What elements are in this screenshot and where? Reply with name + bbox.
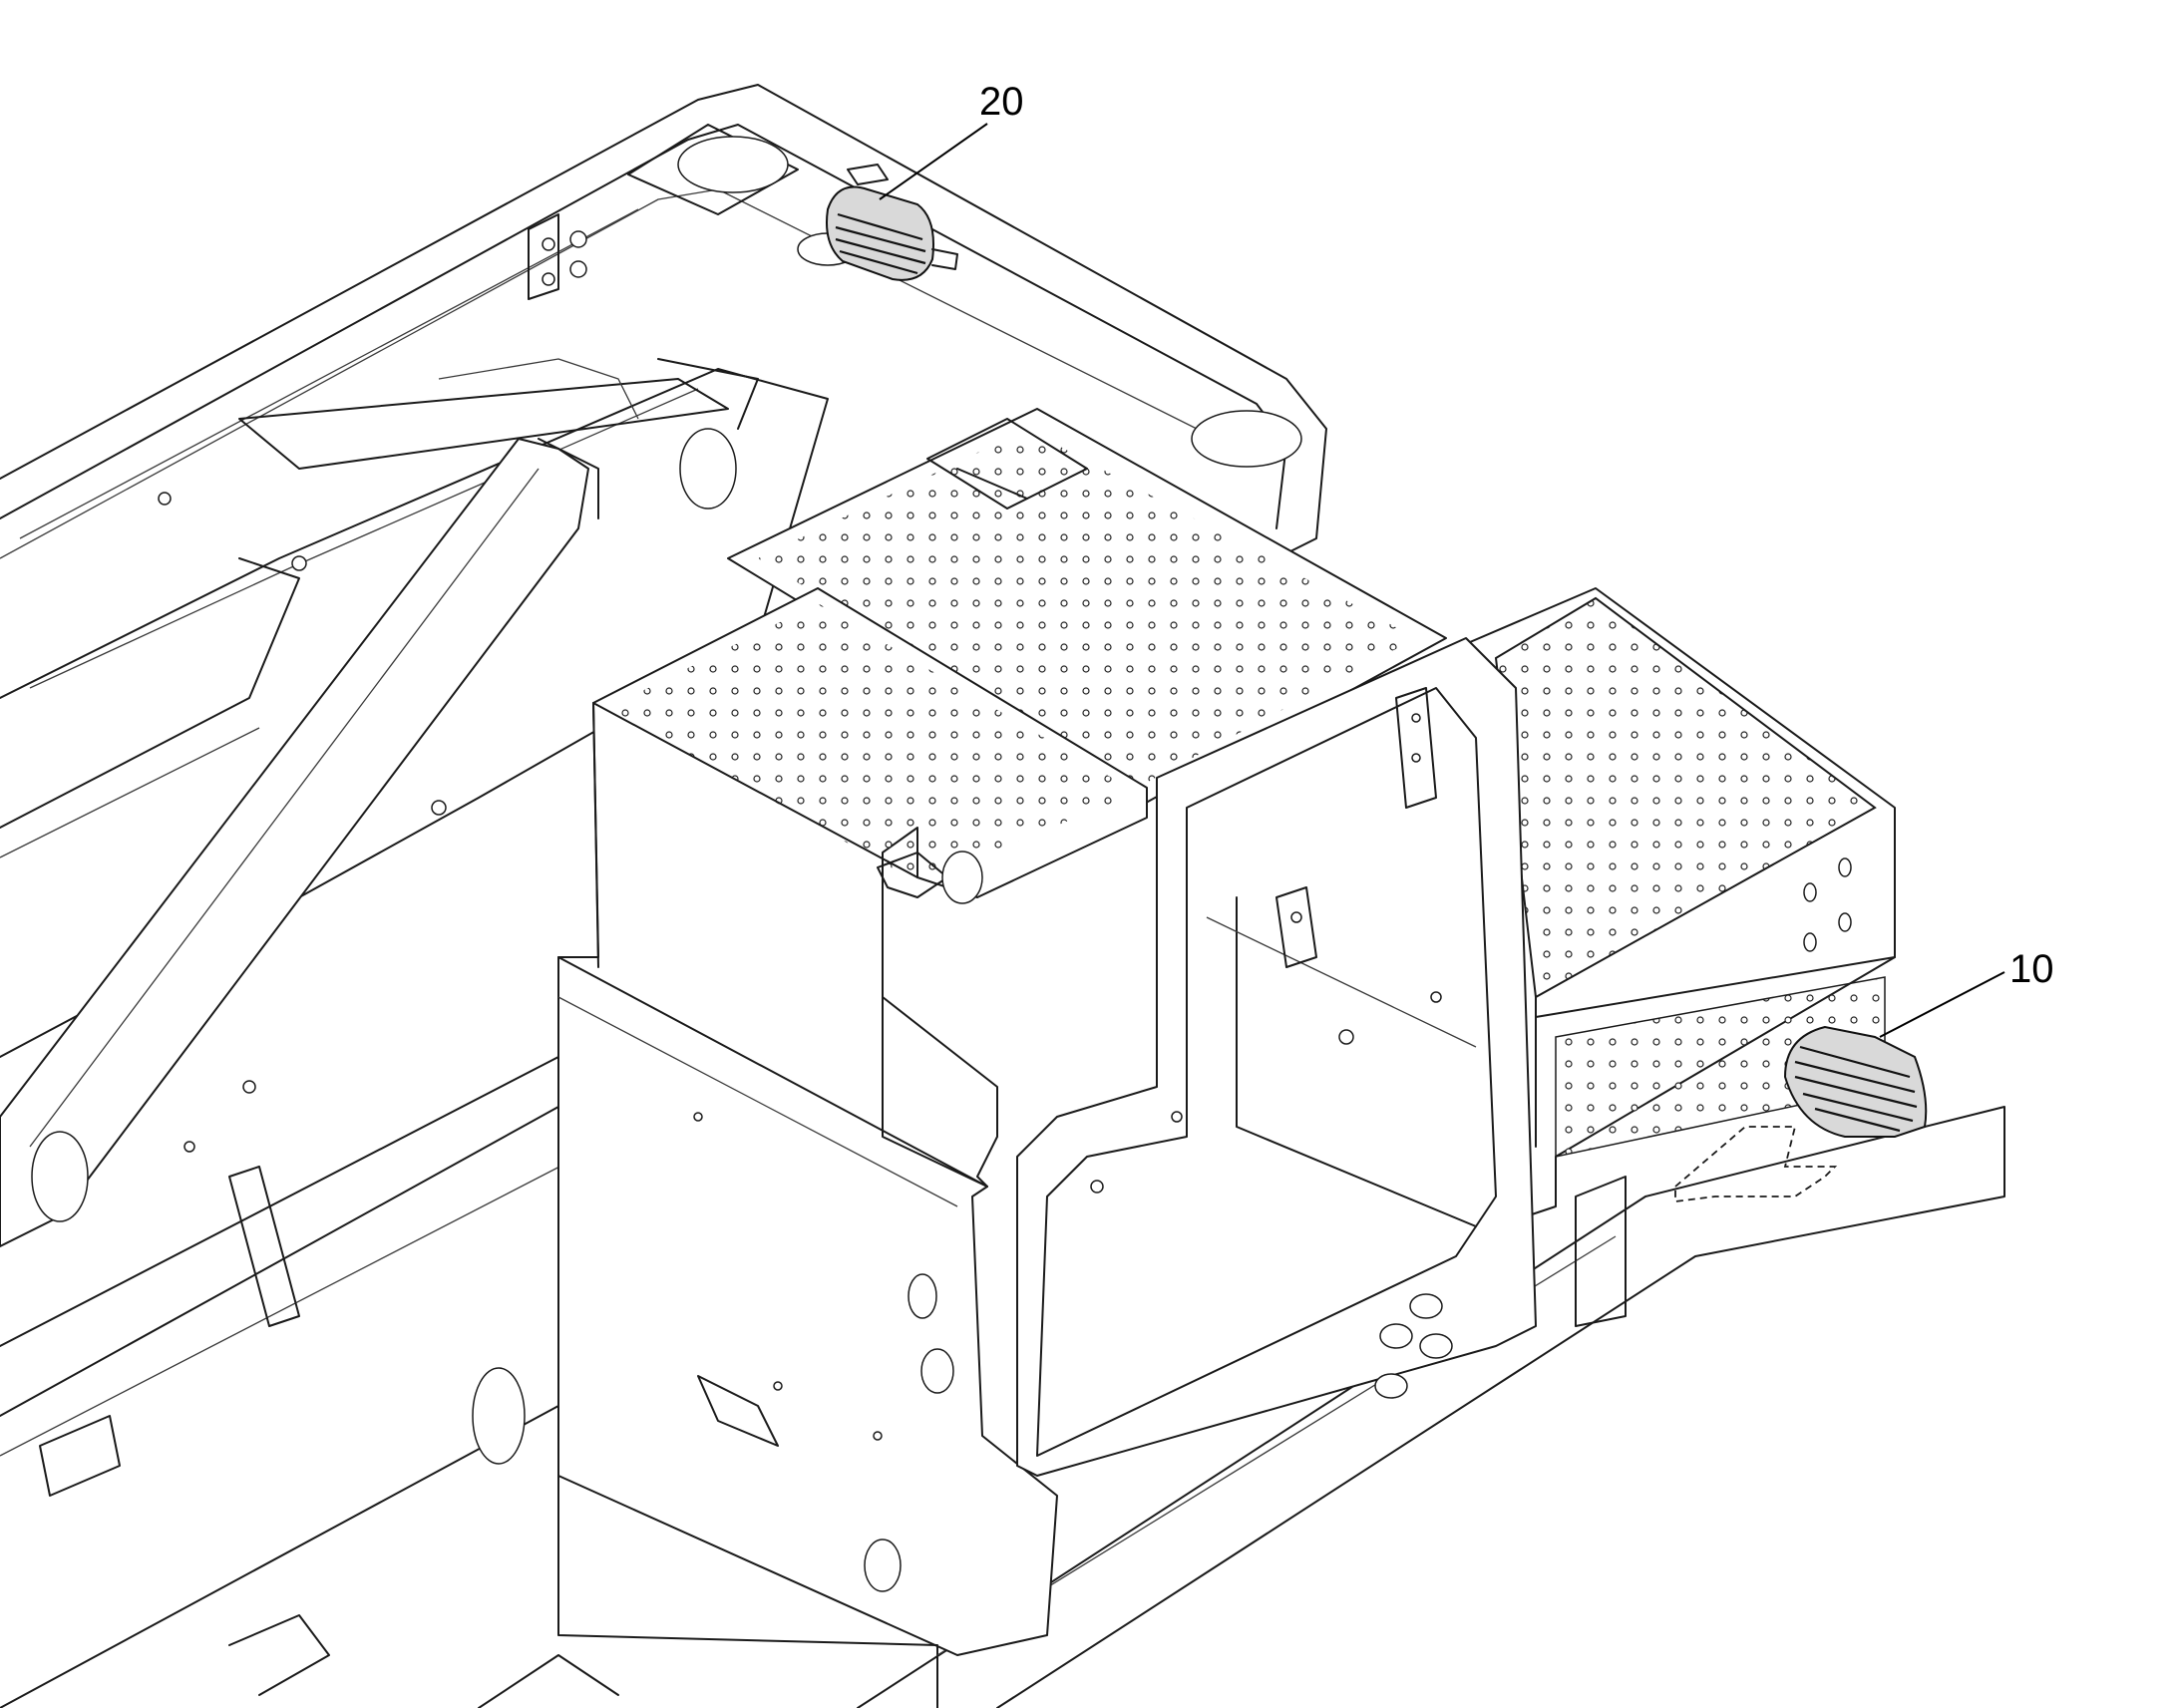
side-battery-box	[1455, 587, 1896, 1217]
work-light-10-icon[interactable]	[1674, 1025, 1928, 1203]
open-bracket-frame	[1016, 637, 1537, 1477]
chassis-frame	[0, 358, 829, 1058]
callout-10: 10	[1879, 947, 2054, 1038]
callout-20-label: 20	[979, 80, 1024, 124]
boom-arm	[0, 438, 599, 1247]
callout-20: 20	[879, 80, 1024, 200]
main-battery-box	[557, 587, 1148, 1656]
work-light-20-icon[interactable]	[826, 164, 958, 281]
callout-10-label: 10	[2009, 947, 2054, 991]
fasteners	[158, 492, 1442, 1194]
lower-deck	[0, 1056, 2005, 1708]
